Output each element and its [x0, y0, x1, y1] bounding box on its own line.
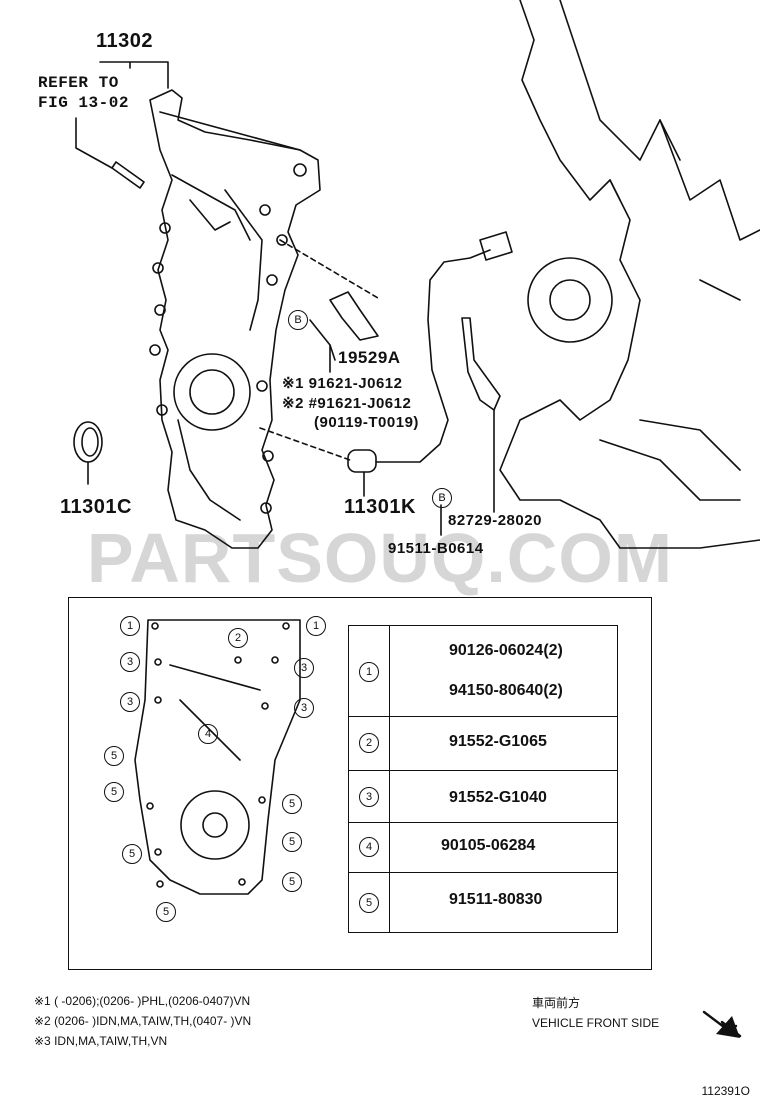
table-row: 2 91552-G1065	[349, 716, 617, 771]
vehicle-front-label: VEHICLE FRONT SIDE	[532, 1016, 660, 1030]
table-row: 4 90105-06284	[349, 822, 617, 873]
row-number-cell: 1	[349, 626, 390, 716]
bolt-location-inset	[68, 597, 652, 970]
row-number: 2	[359, 733, 379, 753]
part-11301k-label: 11301K	[344, 496, 416, 518]
refer-to-label: REFER TO	[38, 74, 119, 92]
inset-marker-3a: 3	[120, 652, 140, 672]
row-number: 5	[359, 893, 379, 913]
row-number: 4	[359, 837, 379, 857]
fig-reference-label: FIG 13-02	[38, 94, 129, 112]
part-number: 90126-06024(2)	[449, 642, 563, 659]
figure-id: 112391O	[701, 1084, 751, 1098]
part-82729-28020-label: 82729-28020	[448, 512, 542, 529]
ref-marker-b: B	[288, 310, 308, 330]
part-11302-label: 11302	[96, 30, 154, 52]
inset-marker-1: 1	[120, 616, 140, 636]
ref-marker-b2: B	[432, 488, 452, 508]
inset-marker-1b: 1	[306, 616, 326, 636]
table-row: 1 90126-06024(2) 94150-80640(2)	[349, 626, 617, 716]
part-19529a-label: 19529A	[338, 348, 401, 367]
part-91621-j0612-a-label: ※1 91621-J0612	[282, 375, 403, 392]
row-number-cell: 3	[349, 771, 390, 823]
vehicle-front-label-jp: 車両前方	[532, 996, 581, 1010]
inset-marker-5a: 5	[104, 746, 124, 766]
inset-marker-5e: 5	[122, 844, 142, 864]
part-number: 90105-06284	[441, 837, 536, 854]
inset-marker-5f: 5	[282, 872, 302, 892]
row-number-cell: 4	[349, 823, 390, 873]
inset-marker-5d: 5	[282, 832, 302, 852]
table-row: 5 91511-80830	[349, 872, 617, 933]
inset-marker-4: 4	[198, 724, 218, 744]
part-number: 91552-G1065	[449, 733, 547, 750]
watermark: PARTSOUQ.COM	[86, 519, 674, 597]
fastener-parts-table: 1 90126-06024(2) 94150-80640(2) 2 91552-…	[348, 625, 618, 933]
inset-marker-3b: 3	[294, 658, 314, 678]
inset-marker-5b: 5	[104, 782, 124, 802]
row-number-cell: 2	[349, 717, 390, 771]
row-number: 1	[359, 662, 379, 682]
row-number: 3	[359, 787, 379, 807]
part-number: 94150-80640(2)	[449, 682, 563, 699]
footnote-1: ※1 ( -0206);(0206- )PHL,(0206-0407)VN	[34, 994, 251, 1008]
part-number: 91552-G1040	[449, 789, 547, 806]
row-number-cell: 5	[349, 873, 390, 933]
part-11301c-label: 11301C	[60, 496, 132, 518]
part-91621-j0612-b-label: ※2 #91621-J0612	[282, 395, 412, 412]
footnote-3: ※3 IDN,MA,TAIW,TH,VN	[34, 1034, 168, 1048]
inset-marker-5c: 5	[282, 794, 302, 814]
part-91511-b0614-label: 91511-B0614	[388, 540, 484, 557]
inset-marker-3d: 3	[294, 698, 314, 718]
inset-marker-5g: 5	[156, 902, 176, 922]
footnote-2: ※2 (0206- )IDN,MA,TAIW,TH,(0407- )VN	[34, 1014, 252, 1028]
part-90119-t0019-label: (90119-T0019)	[314, 414, 419, 431]
part-number: 91511-80830	[449, 891, 543, 908]
stud-leader	[75, 117, 113, 169]
inset-marker-3c: 3	[120, 692, 140, 712]
table-row: 3 91552-G1040	[349, 770, 617, 823]
inset-marker-2: 2	[228, 628, 248, 648]
